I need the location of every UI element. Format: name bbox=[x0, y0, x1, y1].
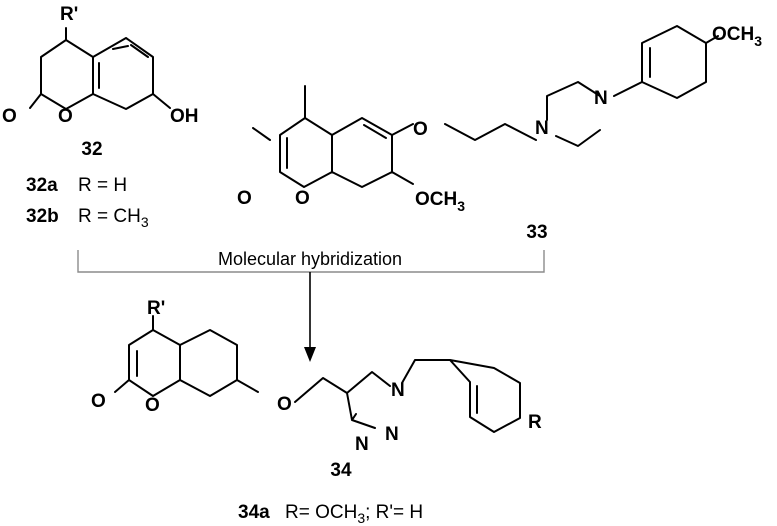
atom-n3-34: N bbox=[355, 434, 369, 455]
compound-label-32: 32 bbox=[81, 139, 102, 160]
bracket-line bbox=[77, 250, 545, 273]
variant-34a-label: 34a bbox=[238, 502, 270, 523]
variant-32b-text: R = CH3 bbox=[78, 206, 149, 230]
atom-n1-33: N bbox=[535, 118, 549, 139]
variant-32b-label: 32b bbox=[26, 206, 59, 227]
atom-och3-top-33: OCH3 bbox=[712, 24, 762, 49]
variant-34a-text: R= OCH3; R'= H bbox=[285, 502, 423, 526]
atom-o-ether-34: O bbox=[277, 394, 292, 415]
atom-r-prime-32: R' bbox=[60, 4, 78, 25]
variants-32: 32a R = H 32b R = CH3 bbox=[26, 175, 149, 230]
atom-o-ring-32: O bbox=[58, 106, 73, 127]
structure-33-bonds bbox=[252, 25, 719, 188]
atom-n2-34: N bbox=[385, 424, 399, 445]
variant-32a-label: 32a bbox=[26, 175, 58, 196]
atom-n1-34: N bbox=[391, 380, 405, 401]
hybridization-arrow: Molecular hybridization bbox=[77, 249, 545, 362]
structure-32-bonds bbox=[29, 27, 171, 110]
structure-32: R' O O OH 32 bbox=[2, 4, 199, 160]
atom-och3-bottom-33: OCH3 bbox=[415, 189, 465, 214]
atom-o-ring-33: O bbox=[295, 188, 310, 209]
atom-n2-33: N bbox=[594, 88, 608, 109]
variant-32a-text: R = H bbox=[78, 175, 127, 196]
atom-o-carbonyl-34: O bbox=[91, 391, 106, 412]
atom-r-prime-34: R' bbox=[147, 298, 165, 319]
structure-34-bonds bbox=[114, 315, 521, 433]
atom-o-carbonyl-32: O bbox=[2, 106, 17, 127]
atom-r-34: R bbox=[528, 412, 542, 433]
atom-o-ring-34: O bbox=[145, 395, 160, 416]
compound-label-33: 33 bbox=[526, 222, 547, 243]
atom-oh-32: OH bbox=[170, 106, 199, 127]
arrow-label: Molecular hybridization bbox=[218, 249, 402, 269]
variant-34a: 34a R= OCH3; R'= H bbox=[238, 502, 423, 526]
compound-label-34: 34 bbox=[330, 460, 352, 481]
atom-o-ether-33: O bbox=[413, 119, 428, 140]
structure-33: O O O N N OCH3 OCH3 33 bbox=[237, 24, 762, 243]
structure-34: R' O O O N N N R 34 bbox=[91, 298, 542, 481]
arrow-head bbox=[304, 347, 316, 362]
atom-o-carbonyl-33: O bbox=[237, 188, 252, 209]
